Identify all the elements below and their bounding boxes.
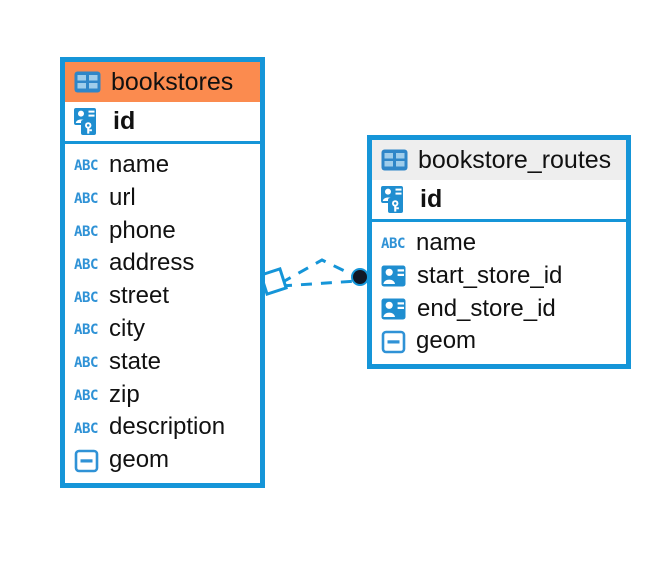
geometry-type-icon [74, 449, 99, 472]
entity-header-bookstores[interactable]: bookstores [65, 62, 260, 102]
field-label: url [109, 183, 136, 211]
field-label: geom [109, 446, 170, 474]
relationship-line-upper [280, 258, 358, 285]
table-icon [74, 71, 101, 93]
field-row[interactable]: ABC address [65, 247, 260, 280]
geometry-type-icon [381, 330, 406, 354]
field-label: description [109, 413, 226, 441]
svg-text:ABC: ABC [381, 236, 405, 252]
field-label: name [416, 229, 477, 256]
text-type-icon: ABC [74, 322, 98, 338]
svg-text:ABC: ABC [74, 322, 98, 338]
text-type-icon: ABC [74, 257, 98, 273]
field-row[interactable]: ABC name [372, 227, 626, 260]
primary-key-row-bookstores[interactable]: id [65, 102, 260, 144]
field-label: address [109, 249, 195, 277]
text-type-icon: ABC [74, 158, 98, 174]
primary-key-row-bookstore-routes[interactable]: id [372, 180, 626, 222]
field-row[interactable]: ABC name [65, 149, 260, 182]
field-label: geom [416, 327, 477, 355]
svg-text:ABC: ABC [74, 257, 98, 273]
primary-key-label: id [113, 107, 136, 135]
entity-title: bookstore_routes [418, 146, 612, 174]
text-type-icon: ABC [74, 421, 98, 437]
text-type-icon: ABC [74, 388, 98, 404]
primary-key-label: id [420, 185, 443, 213]
foreign-key-icon [381, 298, 406, 320]
field-row[interactable]: start_store_id [372, 260, 626, 293]
text-type-icon: ABC [74, 191, 98, 207]
field-label: state [109, 347, 162, 375]
entity-title: bookstores [111, 68, 234, 96]
entity-bookstore-routes[interactable]: bookstore_routes id ABC [367, 135, 631, 370]
field-label: end_store_id [417, 294, 556, 322]
field-row[interactable]: ABC state [65, 346, 260, 379]
field-row[interactable]: end_store_id [372, 293, 626, 326]
field-row[interactable]: ABC zip [65, 379, 260, 412]
svg-text:ABC: ABC [74, 224, 98, 240]
field-list-bookstores: ABC name ABC url ABC phone AB [65, 144, 260, 483]
entity-bookstores[interactable]: bookstores id ABC [60, 57, 265, 488]
field-list-bookstore-routes: ABC name start_store_id [372, 222, 626, 364]
field-row[interactable]: ABC url [65, 182, 260, 215]
table-icon [381, 149, 408, 171]
text-type-icon: ABC [74, 224, 98, 240]
primary-key-icon [74, 107, 96, 135]
field-row[interactable]: ABC description [65, 411, 260, 444]
svg-text:ABC: ABC [74, 355, 98, 371]
svg-text:ABC: ABC [74, 421, 98, 437]
field-label: start_store_id [417, 261, 563, 289]
field-label: zip [109, 380, 140, 408]
text-type-icon: ABC [74, 290, 98, 306]
svg-text:ABC: ABC [74, 290, 98, 306]
field-label: city [109, 314, 145, 342]
field-label: phone [109, 216, 176, 244]
text-type-icon: ABC [74, 355, 98, 371]
svg-text:ABC: ABC [74, 158, 98, 174]
field-row[interactable]: geom [372, 325, 626, 358]
field-row[interactable]: ABC city [65, 313, 260, 346]
primary-key-icon [381, 185, 403, 213]
svg-text:ABC: ABC [74, 388, 98, 404]
field-row[interactable]: ABC phone [65, 215, 260, 248]
field-label: street [109, 282, 170, 310]
field-row[interactable]: geom [65, 444, 260, 477]
text-type-icon: ABC [381, 236, 405, 252]
entity-header-bookstore-routes[interactable]: bookstore_routes [372, 140, 626, 180]
field-row[interactable]: ABC street [65, 280, 260, 313]
foreign-key-icon [381, 265, 406, 287]
relationship-line-lower [280, 279, 358, 288]
field-label: name [109, 151, 170, 178]
svg-text:ABC: ABC [74, 191, 98, 207]
